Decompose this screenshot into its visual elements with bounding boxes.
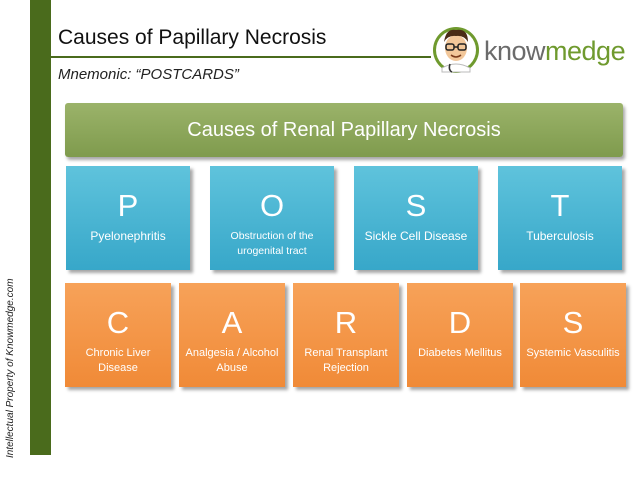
- tile-p: P Pyelonephritis: [66, 166, 190, 270]
- tile-letter: T: [550, 188, 570, 223]
- copyright-text: Intellectual Property of Knowmedge.com: [5, 278, 16, 458]
- logo-wordmark: knowmedge: [484, 36, 626, 67]
- tile-letter: D: [448, 305, 472, 340]
- tile-t: T Tuberculosis: [498, 166, 622, 270]
- tile-letter: S: [405, 188, 427, 223]
- tile-desc: Diabetes Mellitus: [418, 347, 502, 359]
- tile-d: D Diabetes Mellitus: [407, 283, 513, 387]
- tile-desc: Pyelonephritis: [90, 229, 166, 243]
- copyright-vertical: Intellectual Property of Knowmedge.com: [2, 268, 20, 458]
- slide-title: Causes of Papillary Necrosis: [58, 26, 327, 49]
- tile-letter: O: [259, 188, 285, 223]
- tile-o: O Obstruction of the urogenital tract: [210, 166, 334, 270]
- logo-prefix: know: [484, 36, 546, 66]
- tile-c: C Chronic Liver Disease: [65, 283, 171, 387]
- logo-accent: medge: [545, 36, 626, 66]
- tile-desc: Analgesia / Alcohol Abuse: [185, 347, 279, 374]
- tile-letter: C: [106, 305, 130, 340]
- tile-letter: R: [334, 305, 358, 340]
- tile-desc: Chronic Liver Disease: [85, 347, 151, 374]
- tile-letter: S: [562, 305, 584, 340]
- tile-a: A Analgesia / Alcohol Abuse: [179, 283, 285, 387]
- green-side-bar: [30, 0, 51, 455]
- tile-s: S Sickle Cell Disease: [354, 166, 478, 270]
- tile-letter: P: [117, 188, 139, 223]
- tile-s2: S Systemic Vasculitis: [520, 283, 626, 387]
- tile-desc: Renal Transplant Rejection: [304, 347, 388, 374]
- tile-desc: Obstruction of the urogenital tract: [230, 230, 314, 257]
- tile-desc: Tuberculosis: [526, 229, 594, 243]
- title-divider: [51, 56, 431, 58]
- diagram-banner: Causes of Renal Papillary Necrosis: [65, 103, 623, 157]
- doctor-mascot-icon: [433, 27, 479, 73]
- tile-letter: A: [221, 305, 243, 340]
- tile-r: R Renal Transplant Rejection: [293, 283, 399, 387]
- tile-desc: Sickle Cell Disease: [364, 229, 468, 243]
- knowmedge-logo: knowmedge: [432, 22, 626, 82]
- tile-desc: Systemic Vasculitis: [526, 347, 620, 359]
- slide-subtitle: Mnemonic: “POSTCARDS”: [58, 66, 239, 83]
